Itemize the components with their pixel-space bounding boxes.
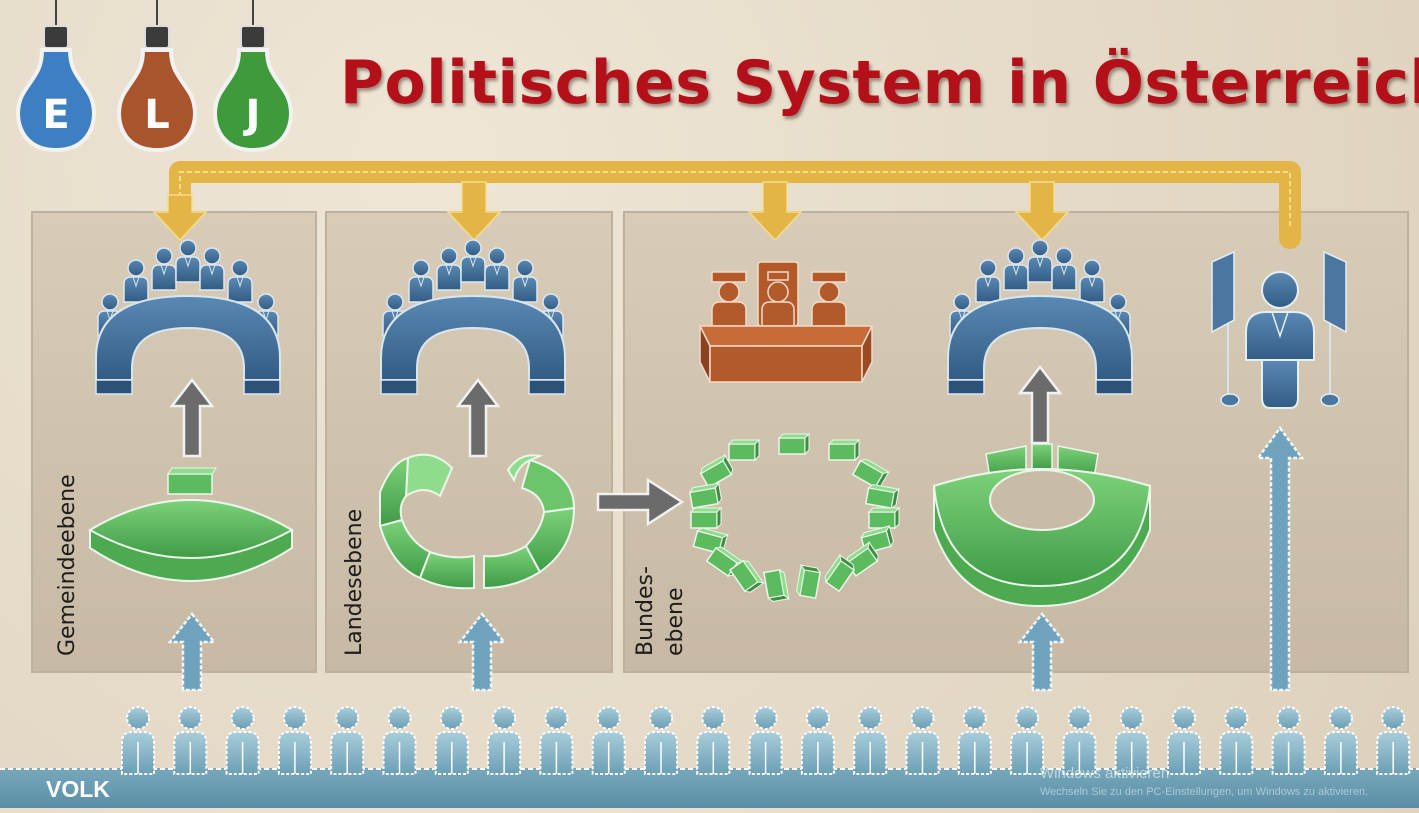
vote-arrow-bundespraesident-icon xyxy=(1255,425,1305,692)
volk-person-icon xyxy=(1062,706,1097,775)
logo-bulbs: E L J xyxy=(16,0,293,153)
volk-person-icon xyxy=(225,706,260,775)
connector-arrow-landes xyxy=(446,181,502,242)
windows-watermark: Windows aktivieren xyxy=(1040,765,1170,782)
volk-person-icon xyxy=(1376,706,1411,775)
volk-person-icon xyxy=(905,706,940,775)
volk-person-icon xyxy=(487,706,522,775)
volk-person-icon xyxy=(330,706,365,775)
volk-person-icon xyxy=(1323,706,1358,775)
label-bundesebene-line1: Bundes- xyxy=(633,566,658,656)
volk-person-icon xyxy=(644,706,678,775)
volk-person-icon xyxy=(434,706,469,775)
bundespraesident-icon xyxy=(1211,250,1347,409)
volk-person-icon xyxy=(1114,706,1149,775)
label-gemeindeebene: Gemeindeebene xyxy=(55,474,80,656)
court-icon xyxy=(698,261,874,383)
label-bundesebene-line2: ebene xyxy=(663,587,688,656)
volk-person-icon xyxy=(1167,706,1201,775)
nationalrat-seats-icon xyxy=(932,443,1152,608)
volk-person-icon xyxy=(696,706,731,775)
connector-bar xyxy=(169,161,1301,249)
windows-watermark-sub: Wechseln Sie zu den PC-Einstellungen, um… xyxy=(1040,786,1369,798)
volk-person-icon xyxy=(800,706,835,775)
volk-person-icon xyxy=(1219,706,1254,775)
bulb-j-letter: J xyxy=(243,92,261,138)
volk-person-icon xyxy=(1010,706,1045,775)
volk-person-icon xyxy=(957,706,992,775)
volk-person-icon xyxy=(748,706,783,775)
volk-person-icon xyxy=(173,706,208,775)
connector-arrow-bundesregierung xyxy=(1014,181,1070,242)
bulb-e-icon: E xyxy=(16,25,96,153)
volk-person-icon xyxy=(382,706,417,775)
gemeinderat-seats-icon xyxy=(88,467,295,582)
bulb-l-letter: L xyxy=(144,92,170,138)
volk-person-icon xyxy=(591,706,626,775)
connector-arrow-court xyxy=(747,181,803,242)
bulb-e-letter: E xyxy=(42,92,69,138)
volk-label: VOLK xyxy=(46,776,110,802)
bulb-l-icon: L xyxy=(117,25,197,153)
volk-person-icon xyxy=(277,706,312,775)
volk-person-icon xyxy=(853,706,888,775)
landtag-seats-icon xyxy=(378,453,576,590)
volk-person-icon xyxy=(539,706,574,775)
volk-person-icon xyxy=(121,706,155,775)
volk-people xyxy=(121,706,1411,775)
connector-arrow-gemeinde xyxy=(152,194,208,242)
bulb-j-icon: J xyxy=(213,25,293,153)
label-landesebene: Landesebene xyxy=(342,509,367,656)
page-title: Politisches System in Österreich xyxy=(340,48,1419,118)
grey-arrow-right-icon xyxy=(596,477,685,527)
volk-person-icon xyxy=(1271,706,1306,775)
